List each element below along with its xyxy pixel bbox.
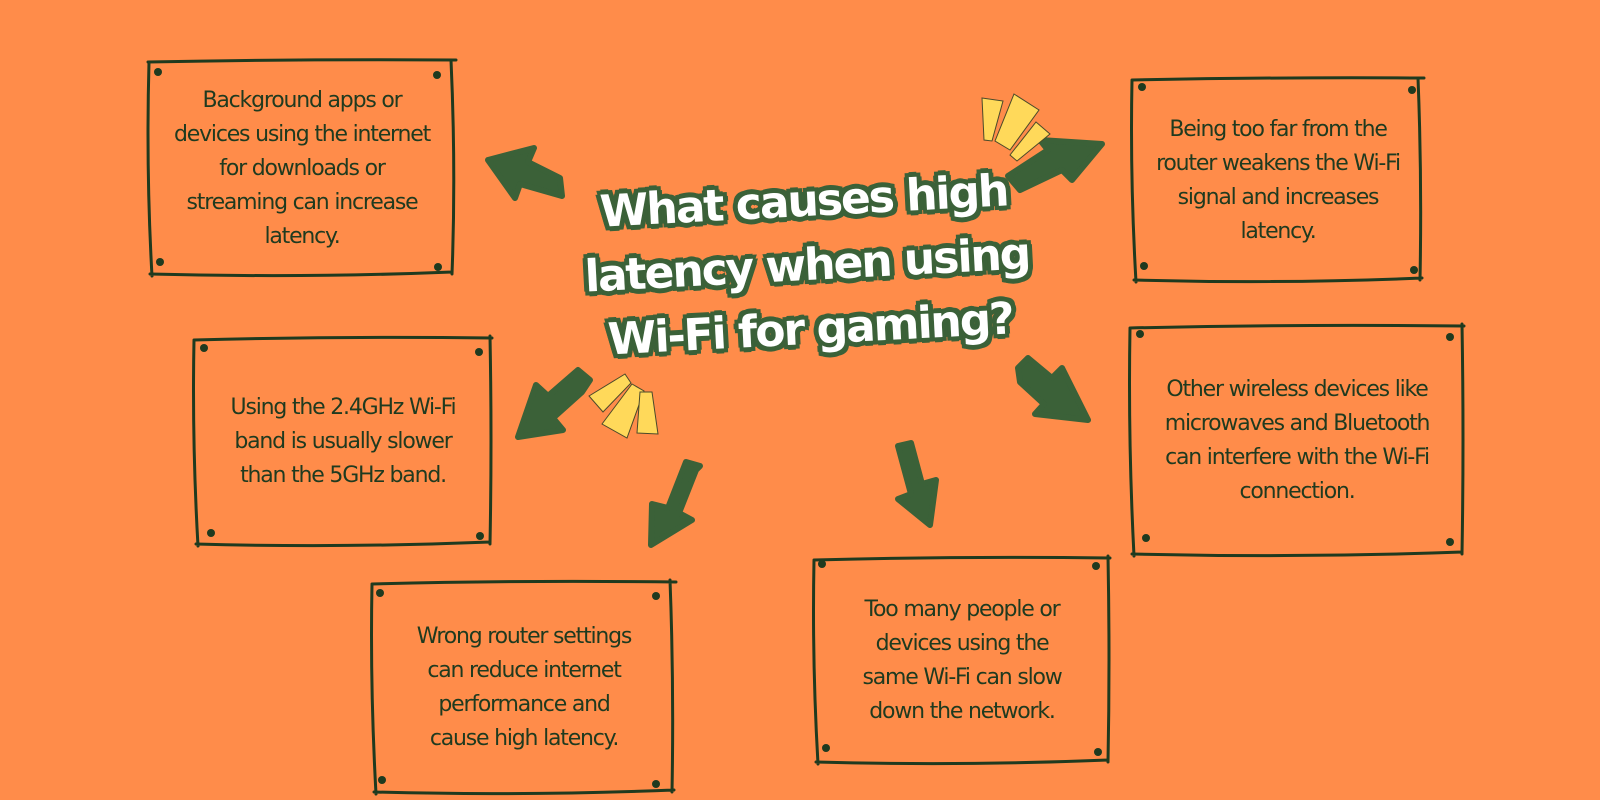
card-text: Other wireless devices like microwaves a…: [1164, 373, 1431, 509]
main-title: What causes high latency when using Wi-F…: [567, 158, 1046, 374]
card-line: devices using the: [875, 631, 1050, 656]
spark-top-right-icon: [981, 93, 1051, 162]
card-line: devices using the internet: [173, 122, 431, 147]
card-line: Being too far from the: [1169, 117, 1388, 142]
card-background-apps: Background apps or devices using the int…: [146, 58, 458, 278]
card-line: streaming can increase: [186, 190, 419, 215]
card-line: than the 5GHz band.: [240, 463, 447, 488]
card-line: Wrong router settings: [416, 624, 633, 649]
card-distance: Being too far from the router weakens th…: [1130, 76, 1426, 284]
arrow-down-right-icon: [1015, 355, 1091, 423]
spark-bottom-left-icon: [588, 373, 659, 439]
arrow-down-left-icon: [515, 367, 593, 440]
card-line: performance and: [438, 692, 610, 717]
card-congestion: Too many people or devices using the sam…: [812, 554, 1112, 766]
card-line: same Wi-Fi can slow: [862, 665, 1062, 690]
card-text: Background apps or devices using the int…: [173, 84, 431, 254]
card-interference: Other wireless devices like microwaves a…: [1128, 322, 1466, 558]
card-text: Being too far from the router weakens th…: [1156, 113, 1401, 249]
card-line: latency.: [264, 224, 340, 249]
card-line: Too many people or: [864, 597, 1061, 622]
card-line: signal and increases: [1177, 185, 1380, 210]
card-text: Wrong router settings can reduce interne…: [416, 620, 633, 756]
card-line: can reduce internet: [427, 658, 622, 683]
card-line: band is usually slower: [234, 429, 452, 454]
card-line: connection.: [1239, 479, 1355, 504]
card-line: can interfere with the Wi-Fi: [1165, 445, 1430, 470]
arrow-down-icon: [895, 440, 939, 528]
card-line: Other wireless devices like: [1166, 377, 1428, 402]
arrow-down-left-lower-icon: [648, 459, 703, 548]
card-line: Using the 2.4GHz Wi-Fi: [230, 395, 457, 420]
card-band: Using the 2.4GHz Wi-Fi band is usually s…: [192, 334, 494, 548]
card-router-settings: Wrong router settings can reduce interne…: [370, 578, 678, 796]
card-line: down the network.: [869, 699, 1056, 724]
card-text: Too many people or devices using the sam…: [862, 593, 1062, 729]
card-line: cause high latency.: [429, 726, 620, 751]
card-text: Using the 2.4GHz Wi-Fi band is usually s…: [230, 391, 457, 493]
card-line: router weakens the Wi-Fi: [1156, 151, 1401, 176]
card-line: Background apps or: [202, 88, 402, 113]
card-line: for downloads or: [219, 156, 386, 181]
card-line: latency.: [1240, 219, 1316, 244]
arrow-up-left-icon: [485, 145, 565, 201]
card-line: microwaves and Bluetooth: [1164, 411, 1431, 436]
